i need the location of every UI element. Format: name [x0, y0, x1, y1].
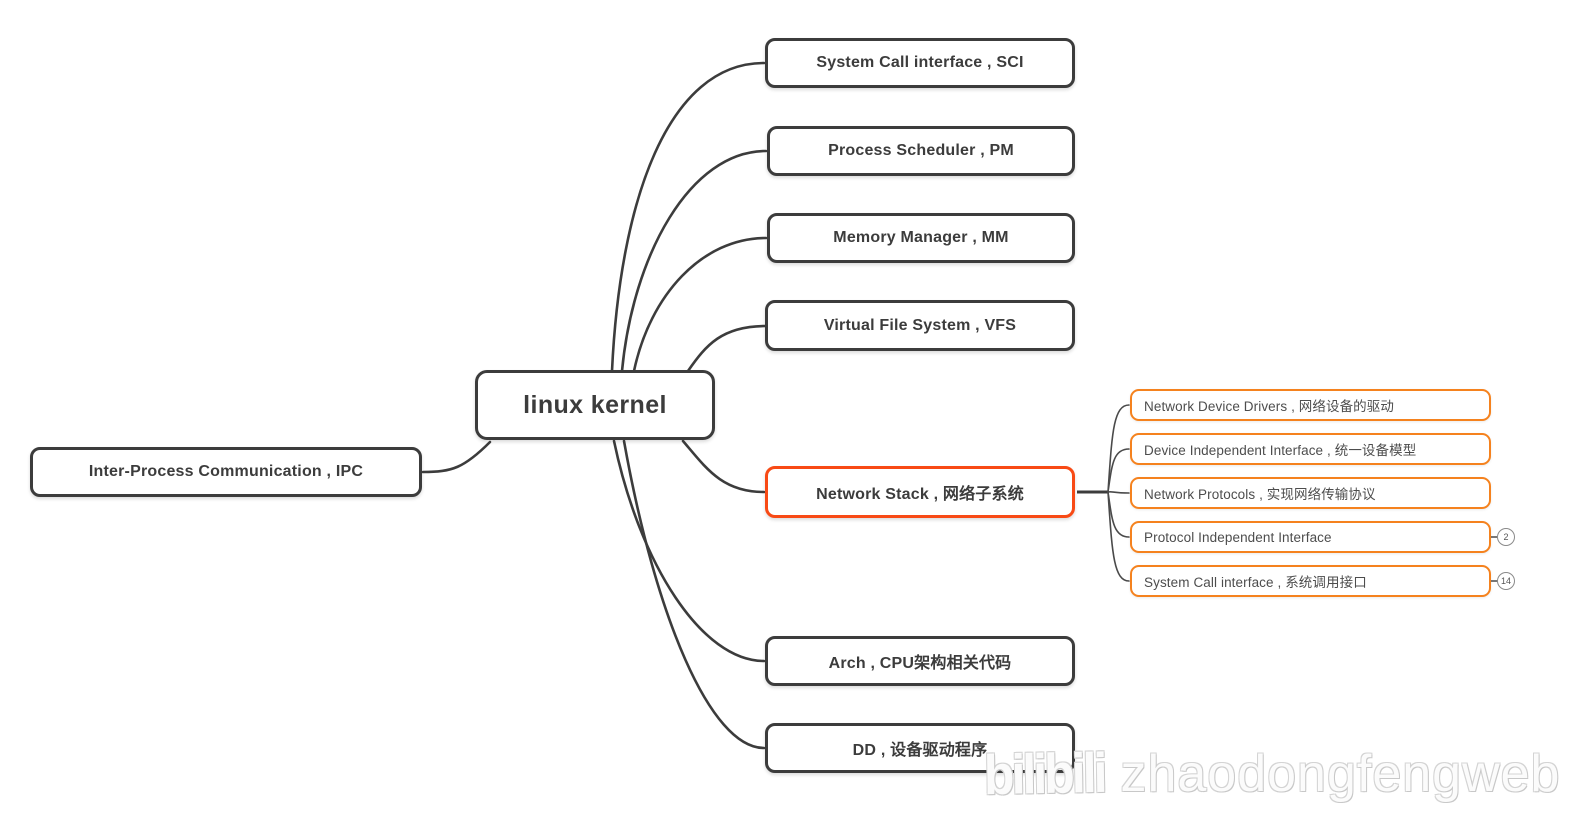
connector-root-to-vfs — [686, 324, 768, 373]
connector-root-to-ipc — [421, 440, 492, 474]
badge-collapsed-count-2[interactable]: 2 — [1497, 528, 1515, 546]
connector-root-to-network — [681, 439, 766, 494]
node-device-independent-interface[interactable]: Device Independent Interface , 统一设备模型 — [1130, 433, 1491, 465]
connector-root-to-dd — [622, 439, 766, 750]
node-dd[interactable]: DD , 设备驱动程序 — [765, 723, 1075, 773]
connector-network-to-child-0 — [1107, 404, 1130, 493]
connector-network-to-child-1 — [1107, 448, 1130, 493]
node-process-scheduler[interactable]: Process Scheduler , PM — [767, 126, 1075, 176]
connector-root-to-mm — [632, 236, 768, 373]
connector-network-to-child-2 — [1107, 490, 1130, 494]
node-memory-manager[interactable]: Memory Manager , MM — [767, 213, 1075, 263]
node-network-device-drivers[interactable]: Network Device Drivers , 网络设备的驱动 — [1130, 389, 1491, 421]
connector-network-to-child-3 — [1107, 491, 1130, 538]
connector-root-to-pm — [620, 149, 768, 373]
node-vfs[interactable]: Virtual File System , VFS — [765, 300, 1075, 351]
connector-root-to-sci — [610, 61, 766, 373]
watermark-text: zhaodongfengweb — [1120, 745, 1561, 803]
node-linux-kernel[interactable]: linux kernel — [475, 370, 715, 440]
node-network-protocols[interactable]: Network Protocols , 实现网络传输协议 — [1130, 477, 1491, 509]
node-system-call-interface-child[interactable]: System Call interface , 系统调用接口 — [1130, 565, 1491, 597]
connector-root-to-arch — [612, 439, 766, 663]
node-arch[interactable]: Arch , CPU架构相关代码 — [765, 636, 1075, 686]
node-protocol-independent-interface[interactable]: Protocol Independent Interface — [1130, 521, 1491, 553]
node-ipc[interactable]: Inter-Process Communication , IPC — [30, 447, 422, 497]
node-network-stack[interactable]: Network Stack , 网络子系统 — [765, 466, 1075, 518]
badge-collapsed-count-14[interactable]: 14 — [1497, 572, 1515, 590]
node-sci[interactable]: System Call interface , SCI — [765, 38, 1075, 88]
connector-network-to-child-4 — [1107, 491, 1130, 582]
